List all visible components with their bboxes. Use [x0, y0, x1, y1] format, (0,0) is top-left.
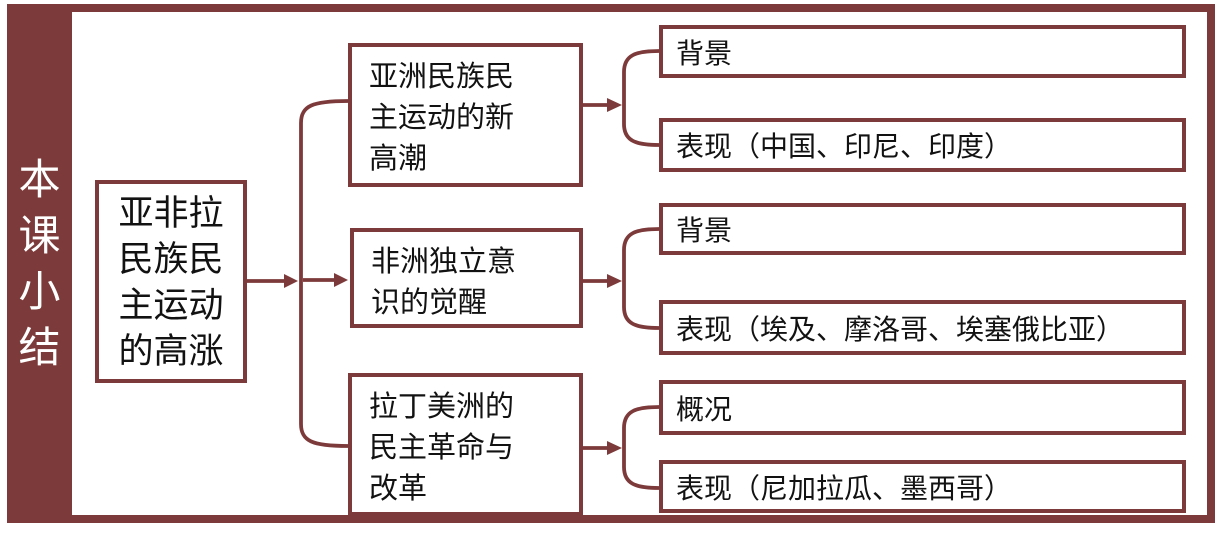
leaf-box-africa-manifestation-label: 表现（埃及、摩洛哥、埃塞俄比亚）	[676, 313, 1125, 345]
sidebar-title-bar: 本课小结	[7, 4, 72, 523]
leaf-box-latin-overview: 概况	[659, 380, 1186, 435]
root-box: 亚非拉 民族民 主运动 的高涨	[95, 180, 247, 383]
leaf-box-asia-background-label: 背景	[676, 37, 733, 69]
leaf-box-asia-manifestation: 表现（中国、印尼、印度）	[659, 118, 1186, 172]
branch-box-asia: 亚洲民族民 主运动的新 高潮	[348, 43, 583, 187]
root-box-line: 民族民	[118, 240, 224, 279]
leaf-box-latin-overview-label: 概况	[676, 393, 733, 425]
root-box-line: 亚非拉	[118, 194, 224, 233]
branch-box-asia-line: 亚洲民族民	[369, 61, 515, 93]
branch-box-africa-line: 非洲独立意	[371, 246, 517, 278]
branch-box-latin-america-line: 民主革命与	[369, 432, 515, 464]
leaf-box-latin-manifestation-label: 表现（尼加拉瓜、墨西哥）	[676, 472, 1013, 504]
leaf-box-africa-background-label: 背景	[676, 215, 733, 246]
leaf-box-asia-background: 背景	[659, 25, 1186, 78]
branch-box-asia-line: 高潮	[369, 143, 428, 175]
leaf-box-africa-background: 背景	[659, 203, 1186, 255]
sidebar-title: 本课小结	[18, 155, 61, 371]
branch-box-latin-america-line: 改革	[369, 473, 428, 505]
leaf-box-africa-manifestation: 表现（埃及、摩洛哥、埃塞俄比亚）	[659, 300, 1186, 355]
leaf-box-latin-manifestation: 表现（尼加拉瓜、墨西哥）	[659, 460, 1186, 513]
root-box-line: 主运动	[118, 286, 224, 325]
branch-box-africa: 非洲独立意 识的觉醒	[350, 228, 583, 328]
branch-box-latin-america-line: 拉丁美洲的	[369, 391, 515, 423]
leaf-box-asia-manifestation-label: 表现（中国、印尼、印度）	[676, 131, 1013, 162]
branch-box-africa-line: 识的觉醒	[371, 287, 488, 319]
branch-box-asia-line: 主运动的新	[369, 102, 515, 134]
root-box-line: 的高涨	[118, 332, 224, 371]
branch-box-latin-america: 拉丁美洲的 民主革命与 改革	[348, 373, 583, 516]
